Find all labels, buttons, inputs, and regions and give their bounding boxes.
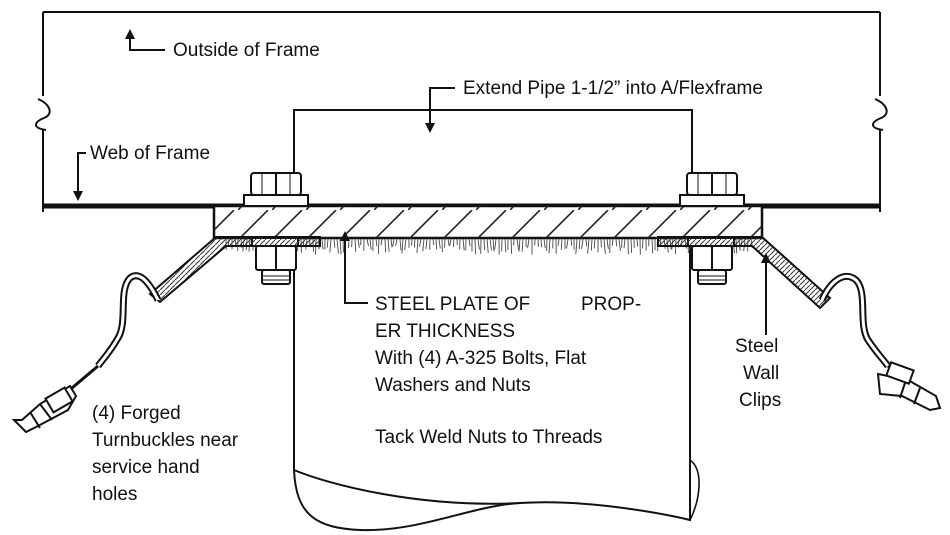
pipe-extension <box>293 109 693 206</box>
bolts-label-line1: With (4) A-325 Bolts, Flat <box>375 348 587 369</box>
bolt-head-left <box>243 172 309 207</box>
steel-plate-label-line1-b: PROP- <box>581 294 641 315</box>
wall-clips-label-line1: Steel <box>735 336 778 357</box>
steel-plate-label-line2: ER THICKNESS <box>375 321 515 342</box>
frame-left-break-mark <box>35 98 51 131</box>
turnbuckles-label-line2: Turnbuckles near <box>92 430 239 451</box>
turnbuckles-label-line4: holes <box>92 484 137 505</box>
wall-clip-right <box>657 236 832 310</box>
web-of-frame-label: Web of Frame <box>90 143 210 164</box>
steel-plate <box>212 204 764 240</box>
leader-extend-pipe <box>425 87 455 133</box>
bolt-head-right <box>679 172 745 207</box>
wall-clips-label-line3: Clips <box>739 390 781 411</box>
turnbuckles-label-line3: service hand <box>92 457 200 478</box>
frame-right-break-mark <box>872 98 888 131</box>
frame <box>35 11 888 212</box>
wall-clip-left <box>148 236 321 304</box>
leader-web-of-frame <box>73 152 86 201</box>
extend-pipe-label: Extend Pipe 1-1/2” into A/Flexframe <box>463 78 763 99</box>
outside-of-frame-label: Outside of Frame <box>173 40 320 61</box>
steel-plate-label-line1-a: STEEL PLATE OF <box>375 294 530 315</box>
turnbuckles-label-line1: (4) Forged <box>92 403 181 424</box>
labels: Outside of Frame Extend Pipe 1-1/2” into… <box>90 40 781 505</box>
turnbuckle-right <box>818 272 942 412</box>
leader-steel-plate <box>340 231 368 304</box>
leader-outside-of-frame <box>125 29 165 51</box>
pipe <box>293 237 700 532</box>
wall-clips-label-line2: Wall <box>743 363 779 384</box>
turnbuckle-left <box>11 272 162 434</box>
bolts-label-line2: Washers and Nuts <box>375 375 531 396</box>
leaders <box>73 29 771 335</box>
tack-weld-label: Tack Weld Nuts to Threads <box>375 427 602 448</box>
